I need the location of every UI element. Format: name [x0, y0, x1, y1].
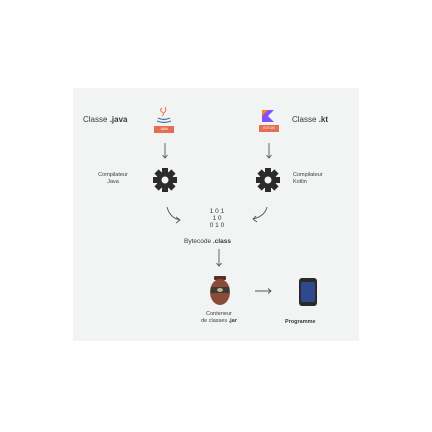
smartphone-icon	[299, 278, 317, 306]
arrow-kotlin-down	[266, 143, 272, 159]
arrow-bytecode-down	[216, 249, 222, 267]
kotlin-compiler-label: Compilateur Kotlin	[293, 172, 323, 185]
java-class-label: Classe .java	[83, 115, 128, 124]
gear-icon	[153, 168, 177, 192]
arrow-jar-to-program	[255, 288, 272, 294]
container-label: Conteneur de classes .jar	[201, 311, 237, 324]
gear-icon	[256, 168, 280, 192]
binary-digits: 1 0 1 1 0 0 1 0	[209, 208, 225, 229]
java-compiler-label: Compilateur Java	[98, 172, 128, 185]
kotlin-badge: KOTLIN	[263, 126, 275, 130]
java-logo-icon	[154, 106, 174, 133]
kotlin-class-label: Classe .kt	[292, 115, 329, 124]
program-label: Programme	[285, 319, 316, 325]
jar-icon	[210, 276, 230, 305]
bytecode-label: Bytecode .class	[184, 238, 231, 245]
java-badge: JAVA	[160, 127, 168, 131]
kotlin-logo-icon	[259, 110, 279, 132]
arrow-java-down	[162, 143, 168, 159]
arrow-java-to-bytecode	[166, 206, 181, 224]
arrow-kotlin-to-bytecode	[252, 206, 268, 223]
